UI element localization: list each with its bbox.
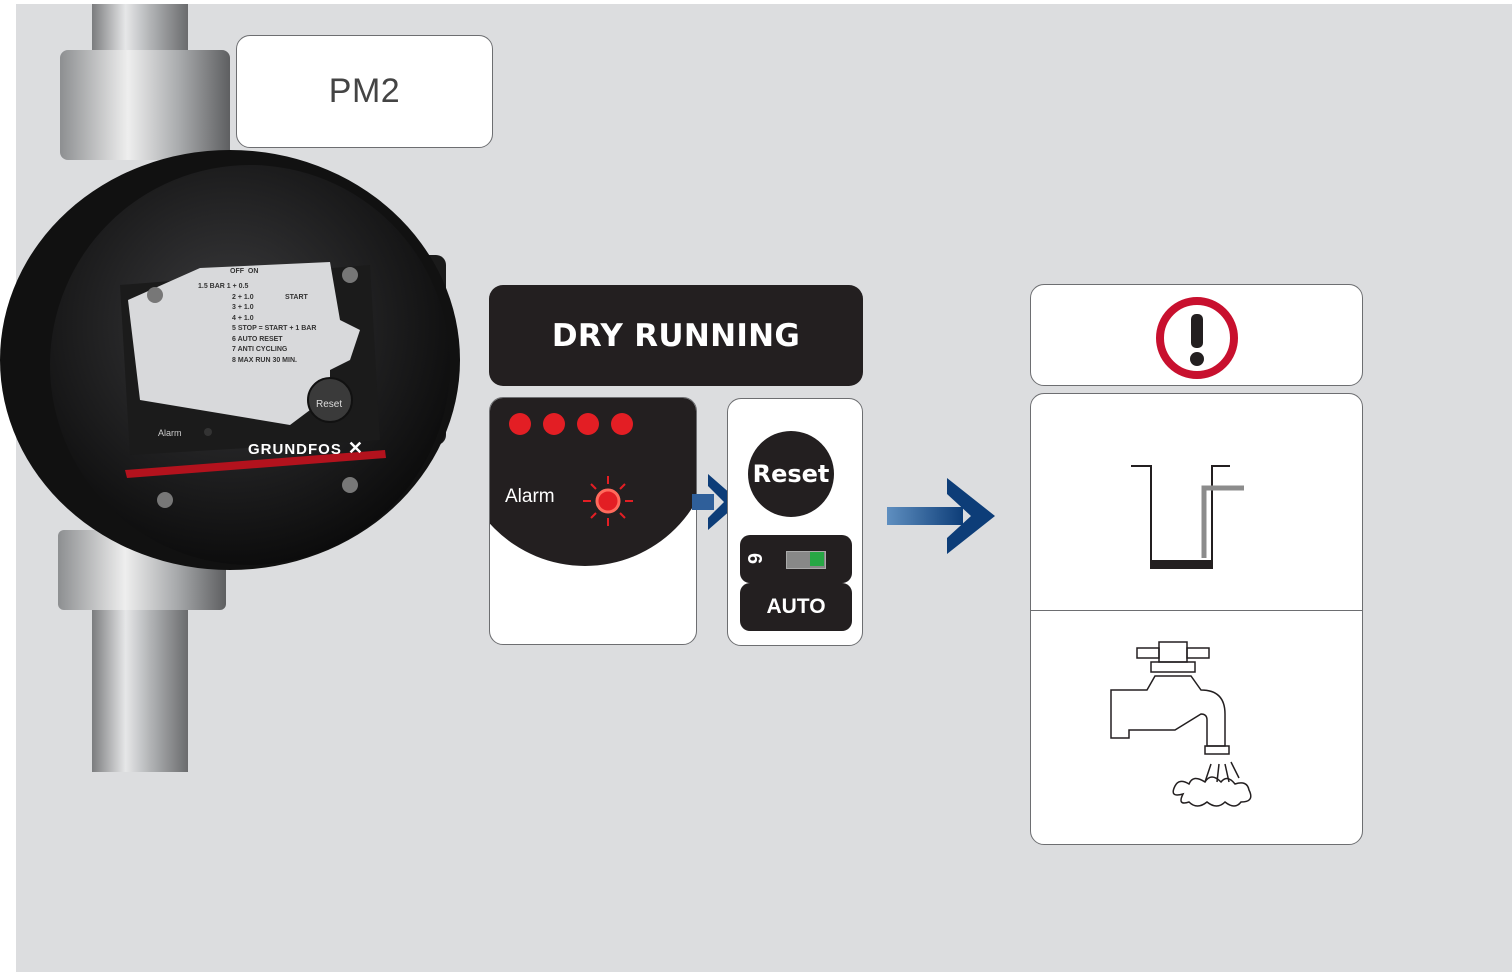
device-reset-label: Reset bbox=[316, 399, 343, 410]
alarm-label: Alarm bbox=[505, 486, 555, 507]
dip-row: 8 MAX RUN 30 MIN. bbox=[232, 356, 297, 364]
auto-mode-badge: AUTO bbox=[740, 583, 852, 631]
brand-name: GRUNDFOS bbox=[248, 441, 342, 458]
model-label: PM2 bbox=[328, 72, 401, 110]
dip-row: 5 STOP = START + 1 BAR bbox=[232, 325, 317, 332]
led-1 bbox=[509, 413, 531, 435]
led-2 bbox=[543, 413, 565, 435]
dip-row: 3 + 1.0 bbox=[232, 304, 254, 311]
grundfos-x-icon: ✕ bbox=[341, 438, 364, 458]
warning-box bbox=[1030, 284, 1363, 386]
dip-row: 6 AUTO RESET bbox=[232, 335, 283, 343]
auto-label: AUTO bbox=[766, 595, 826, 618]
led-4 bbox=[611, 413, 633, 435]
device-alarm-label: Alarm bbox=[158, 428, 182, 438]
panel-divider bbox=[1031, 610, 1362, 611]
reset-button[interactable]: Reset bbox=[748, 431, 834, 517]
switch-on-indicator bbox=[810, 552, 824, 566]
cause-remedy-panel bbox=[1030, 393, 1363, 845]
alarm-led-blinking-icon bbox=[583, 476, 633, 526]
pump-controller-illustration bbox=[0, 4, 460, 772]
dry-running-title: DRY RUNNING bbox=[489, 285, 863, 386]
dip-header: OFF ON bbox=[230, 268, 258, 275]
empty-tank-icon bbox=[1131, 465, 1244, 569]
dry-running-label: DRY RUNNING bbox=[551, 317, 801, 354]
arrow-right-large-icon bbox=[887, 478, 995, 554]
dip-row: 2 + 1.0 bbox=[232, 293, 254, 301]
exclamation-circle-icon bbox=[1156, 297, 1238, 379]
led-3 bbox=[577, 413, 599, 435]
arrow-right-icon bbox=[692, 474, 740, 530]
dip-switch-6: 6 bbox=[740, 535, 852, 583]
dip-row: 1.5 BAR 1 + 0.5 bbox=[198, 283, 249, 290]
dip-header-off: OFF bbox=[230, 268, 244, 275]
reset-button-label: Reset bbox=[752, 460, 830, 488]
dip-header-on: ON bbox=[247, 268, 259, 275]
alarm-led-graphic bbox=[490, 398, 696, 566]
water-tap-icon bbox=[1110, 641, 1252, 807]
grundfos-logo: GRUNDFOS ✕ bbox=[248, 438, 364, 459]
alarm-panel: Alarm bbox=[489, 397, 697, 645]
dip-row: 7 ANTI CYCLING bbox=[232, 346, 288, 353]
dip-group-label: START bbox=[285, 294, 308, 301]
dip-switch-legend: 1.5 BAR 1 + 0.5 2 + 1.0 3 + 1.0 4 + 1.0 … bbox=[198, 282, 316, 366]
model-tag: PM2 bbox=[236, 35, 493, 148]
switch-number: 6 bbox=[743, 552, 766, 565]
reset-panel: Reset 6 AUTO bbox=[727, 398, 863, 646]
dip-row: 4 + 1.0 bbox=[232, 314, 254, 322]
